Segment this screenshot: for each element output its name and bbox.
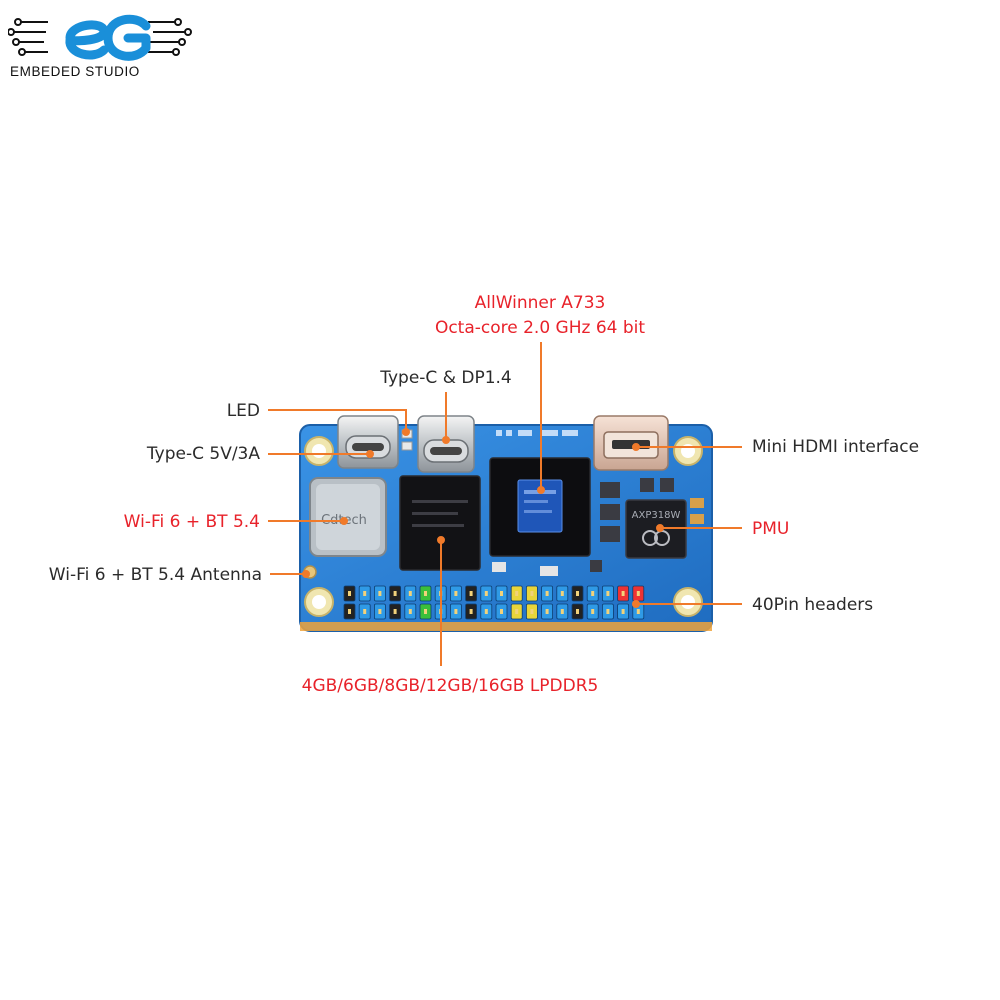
callout-mini-hdmi: Mini HDMI interface: [752, 437, 920, 457]
header-pin-tip: [606, 591, 610, 596]
callout-pin-headers: 40Pin headers: [752, 595, 874, 615]
header-pin-tip: [454, 609, 458, 614]
callout-memory: 4GB/6GB/8GB/12GB/16GB LPDDR5: [301, 676, 599, 696]
pin-header-40: [343, 585, 645, 620]
callout-pmu: PMU: [752, 519, 790, 539]
header-pin-tip: [576, 609, 579, 614]
header-pin-tip: [424, 609, 427, 614]
header-pin-tip: [560, 591, 564, 596]
header-pin-tip: [636, 591, 640, 596]
pmu-area: AXP318W: [600, 478, 704, 559]
callout-led: LED: [226, 401, 260, 421]
mini-hdmi-connector: [593, 415, 669, 471]
callout-typec-dp: Type-C & DP1.4: [380, 368, 512, 388]
leader-lines: [268, 342, 742, 666]
callout-wifi-module: Wi-Fi 6 + BT 5.4: [123, 512, 260, 532]
header-pin-tip: [560, 609, 564, 614]
header-pin-tip: [530, 591, 534, 596]
header-pin-tip: [484, 591, 488, 596]
header-pin-tip: [348, 591, 351, 596]
header-pin-tip: [424, 591, 427, 596]
header-pin-tip: [348, 609, 351, 614]
header-pin-tip: [393, 591, 397, 596]
header-pin-tip: [484, 609, 488, 614]
header-pin-tip: [515, 591, 519, 596]
header-pin-tip: [393, 609, 397, 614]
mounting-holes: [304, 436, 703, 617]
header-pin-tip: [606, 609, 610, 614]
pcb-edge-pads: [300, 622, 712, 631]
header-pin-tip: [363, 591, 367, 596]
callout-antenna: Wi-Fi 6 + BT 5.4 Antenna: [48, 565, 262, 585]
pmu-part-marking: AXP318W: [632, 510, 681, 521]
callout-soc-name: AllWinner A733: [474, 293, 606, 313]
callout-typec-power: Type-C 5V/3A: [146, 444, 260, 464]
header-pin-tip: [545, 609, 549, 614]
header-pin-tip: [621, 609, 625, 614]
wifi-module: Cdtech: [309, 477, 387, 557]
header-pin-tip: [408, 609, 412, 614]
header-pin-tip: [636, 609, 640, 614]
callout-soc-detail: Octa-core 2.0 GHz 64 bit: [434, 318, 646, 338]
es-logo-icon: [7, 14, 192, 61]
silkscreen-marks: [496, 430, 578, 436]
header-pin-tip: [545, 591, 549, 596]
header-pin-tip: [591, 591, 595, 596]
header-pin-tip: [363, 609, 367, 614]
brand-name: EMBEDED STUDIO: [10, 64, 140, 79]
typec-power-connector: [337, 415, 399, 469]
header-pin-tip: [621, 591, 625, 596]
header-pin-tip: [500, 591, 503, 596]
header-pin-tip: [454, 591, 458, 596]
misc-components: [492, 560, 602, 576]
header-pin-tip: [500, 609, 503, 614]
header-pin-tip: [515, 609, 519, 614]
header-pin-tip: [591, 609, 595, 614]
header-pin-tip: [576, 591, 579, 596]
embeded-studio-logo: [7, 8, 193, 83]
header-pin-tip: [378, 609, 382, 614]
header-pin-tip: [469, 591, 473, 596]
header-pin-tip: [408, 591, 412, 596]
header-pin-tip: [530, 609, 534, 614]
header-pin-tip: [378, 591, 382, 596]
header-pin-tip: [469, 609, 473, 614]
